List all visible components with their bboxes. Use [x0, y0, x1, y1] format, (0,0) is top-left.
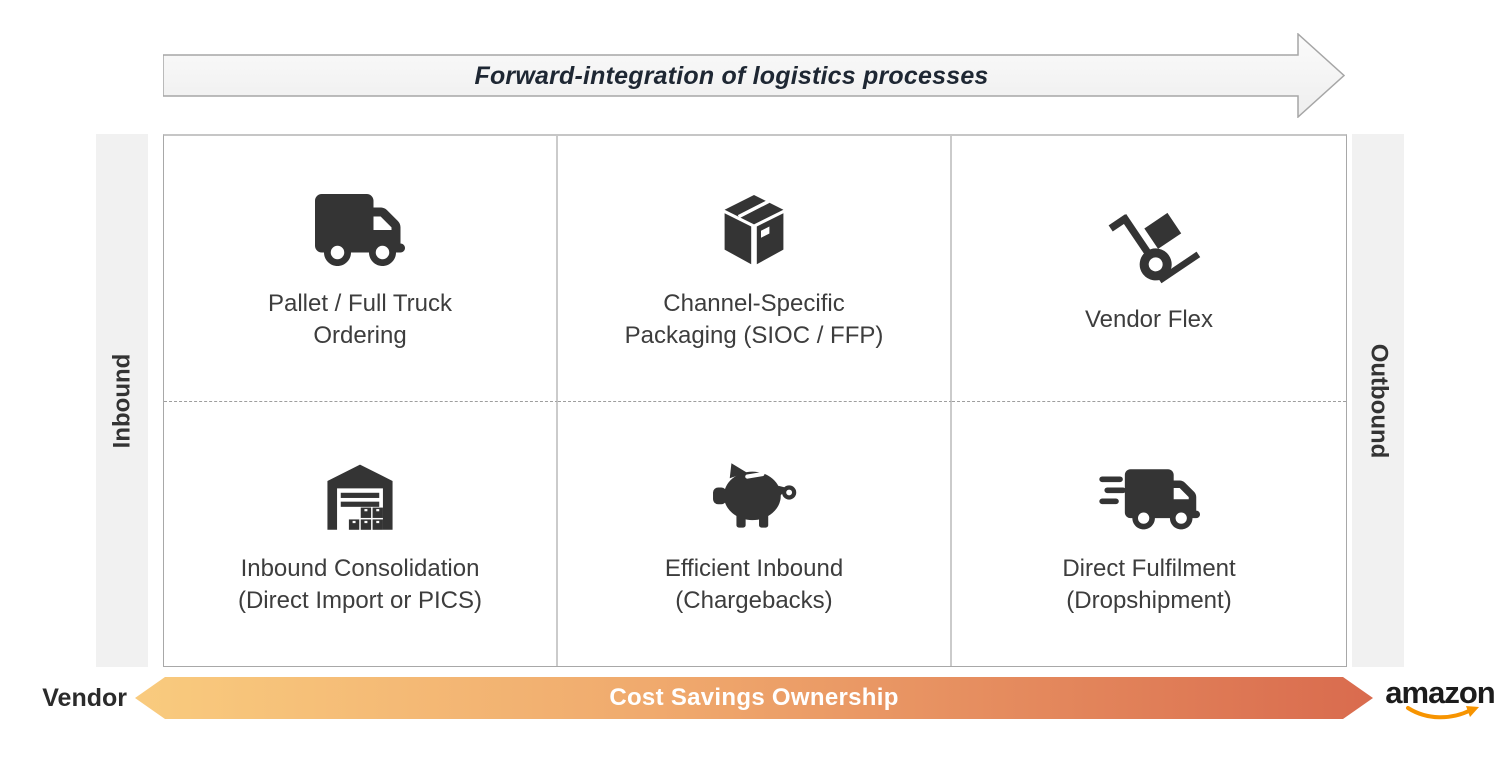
cell-direct-fulfilment: Direct Fulfilment (Dropshipment) [952, 402, 1346, 666]
piggy-bank-icon [708, 451, 800, 539]
cell-label: Efficient Inbound (Chargebacks) [664, 555, 844, 614]
cost-savings-ownership-arrow [135, 677, 1373, 719]
inbound-axis-bar: Inbound [96, 134, 148, 667]
cell-label: Pallet / Full Truck Ordering [267, 289, 453, 349]
forward-integration-arrow [163, 33, 1345, 118]
outbound-axis-bar: Outbound [1352, 134, 1404, 667]
amazon-smile-icon [1406, 706, 1479, 720]
cell-pallet-full-truck-ordering: Pallet / Full Truck Ordering [164, 136, 558, 402]
vendor-endpoint-label: Vendor [42, 683, 127, 712]
outbound-label: Outbound [1365, 343, 1392, 458]
truck-icon [315, 186, 405, 274]
hand-truck-icon [1108, 202, 1201, 290]
cell-label: Channel-Specific Packaging (SIOC / FFP) [624, 289, 884, 349]
cell-channel-specific-packaging: Channel-Specific Packaging (SIOC / FFP) [558, 136, 952, 402]
cell-label: Direct Fulfilment (Dropshipment) [1062, 555, 1236, 614]
cost-savings-ownership-label: Cost Savings Ownership [609, 684, 899, 711]
cell-label: Vendor Flex [1084, 305, 1214, 333]
process-matrix: Pallet / Full Truck Ordering Channel-Spe… [163, 134, 1347, 667]
cell-inbound-consolidation: Inbound Consolidation (Direct Import or … [164, 402, 558, 666]
package-box-icon [719, 186, 789, 274]
cell-vendor-flex: Vendor Flex [952, 136, 1346, 402]
inbound-label: Inbound [108, 353, 136, 448]
amazon-logo: amazon [1385, 675, 1496, 721]
amazon-wordmark: amazon [1385, 675, 1495, 710]
forward-integration-label: Forward-integration of logistics process… [474, 62, 989, 90]
cell-efficient-inbound: Efficient Inbound (Chargebacks) [558, 402, 952, 666]
warehouse-icon [323, 451, 397, 539]
delivery-truck-icon [1098, 451, 1200, 539]
cell-label: Inbound Consolidation (Direct Import or … [237, 555, 483, 614]
